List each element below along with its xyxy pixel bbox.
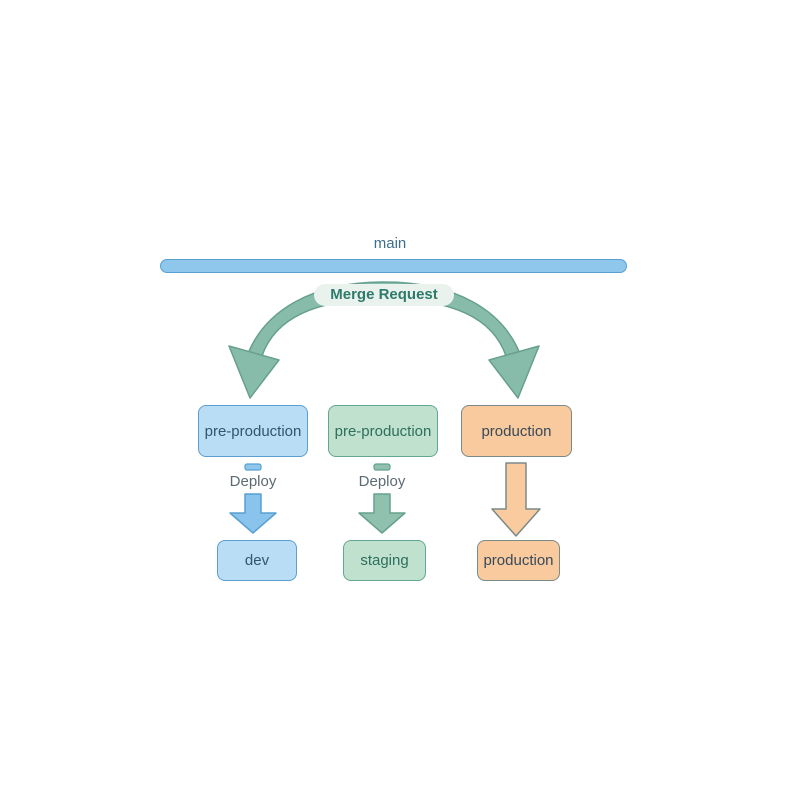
box-dev-label: dev bbox=[244, 552, 270, 569]
deploy-arrow-staging-icon bbox=[358, 493, 406, 534]
box-pre-production-staging: pre-production bbox=[328, 405, 438, 457]
box-pre-production-dev-label: pre-production bbox=[204, 422, 302, 440]
box-production-top-label: production bbox=[481, 422, 552, 440]
branch-tick-staging bbox=[373, 463, 391, 471]
merge-arrowhead-right-icon bbox=[488, 345, 540, 399]
box-dev: dev bbox=[217, 540, 297, 581]
box-production-top: production bbox=[461, 405, 572, 457]
box-pre-production-staging-label: pre-production bbox=[334, 422, 432, 440]
deploy-arrow-dev-icon bbox=[229, 493, 277, 534]
deploy-label-staging: Deploy bbox=[358, 473, 406, 490]
deploy-arrow-production-icon bbox=[491, 462, 541, 537]
box-staging-label: staging bbox=[360, 552, 409, 569]
box-staging: staging bbox=[343, 540, 426, 581]
main-branch-label: main bbox=[373, 235, 407, 252]
box-production-bottom: production bbox=[477, 540, 560, 581]
main-branch-bar bbox=[160, 259, 627, 273]
branch-tick-dev bbox=[244, 463, 262, 471]
deploy-label-dev: Deploy bbox=[229, 473, 277, 490]
box-pre-production-dev: pre-production bbox=[198, 405, 308, 457]
box-production-bottom-label: production bbox=[483, 552, 554, 569]
merge-arrowhead-left-icon bbox=[228, 345, 280, 399]
merge-request-label: Merge Request bbox=[314, 284, 454, 306]
